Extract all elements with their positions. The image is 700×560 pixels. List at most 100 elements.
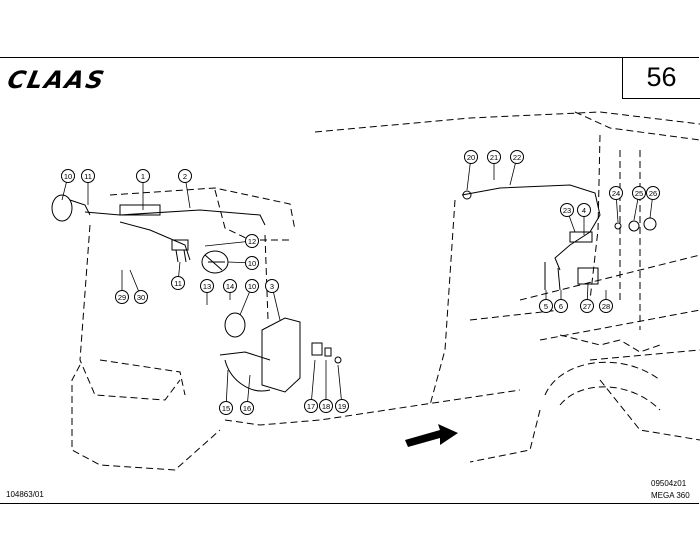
part-wiring-harness-right: [461, 184, 601, 291]
drawing-reference: 09504z01: [651, 479, 687, 488]
part-side-light: [224, 312, 246, 338]
callout-label: 10: [64, 172, 72, 181]
callout-label: 23: [563, 206, 571, 215]
callout-22: 22: [509, 150, 524, 186]
callout-circle: [245, 256, 259, 270]
callout-10: 10: [239, 279, 259, 316]
part-grommets: [614, 217, 657, 232]
leader-line: [310, 359, 316, 407]
callout-label: 11: [84, 172, 92, 181]
callout-circle: [223, 279, 237, 293]
callout-label: 3: [270, 282, 274, 291]
callout-circle: [539, 299, 553, 313]
callout-circle: [335, 399, 349, 413]
callout-label: 10: [248, 282, 256, 291]
callout-circle: [245, 234, 259, 248]
callout-circle: [646, 186, 660, 200]
callout-circle: [134, 290, 148, 304]
callout-label: 4: [582, 206, 586, 215]
callout-label: 22: [513, 153, 521, 162]
callout-29: 29: [115, 270, 129, 304]
callout-circle: [487, 150, 501, 164]
callout-14: 14: [223, 279, 237, 300]
callout-11: 11: [171, 261, 185, 290]
callout-label: 20: [467, 153, 475, 162]
callout-circle: [219, 401, 233, 415]
callout-4: 4: [577, 203, 591, 235]
callout-circle: [178, 169, 192, 183]
callout-label: 24: [612, 189, 620, 198]
callout-label: 11: [174, 279, 182, 288]
callout-3: 3: [265, 279, 281, 321]
callout-label: 12: [248, 237, 256, 246]
callout-21: 21: [487, 150, 501, 180]
callout-circle: [61, 169, 75, 183]
callout-label: 16: [243, 404, 251, 413]
callout-circle: [319, 399, 333, 413]
part-work-light: [201, 250, 229, 274]
callout-30: 30: [129, 269, 148, 304]
callout-6: 6: [554, 290, 568, 313]
callout-label: 14: [226, 282, 234, 291]
callout-13: 13: [200, 279, 214, 305]
callout-19: 19: [335, 364, 349, 413]
callout-26: 26: [646, 186, 660, 219]
callout-5: 5: [539, 290, 553, 313]
callout-circle: [577, 203, 591, 217]
callout-12: 12: [204, 234, 259, 248]
leader-line: [204, 240, 253, 247]
callout-15: 15: [219, 369, 233, 415]
callout-23: 23: [560, 203, 576, 233]
callout-24: 24: [609, 186, 623, 223]
callout-label: 28: [602, 302, 610, 311]
callout-20: 20: [464, 150, 478, 191]
part-wiring-harness-upper: [84, 204, 266, 261]
callout-17: 17: [304, 359, 318, 413]
callout-circle: [304, 399, 318, 413]
callout-label: 18: [322, 402, 330, 411]
callout-label: 27: [583, 302, 591, 311]
callout-label: 21: [490, 153, 498, 162]
part-cable-lower: [219, 351, 271, 392]
callout-11: 11: [81, 169, 95, 205]
callout-circle: [560, 203, 574, 217]
callout-circle: [510, 150, 524, 164]
direction-arrow: [405, 424, 458, 447]
callout-circle: [200, 279, 214, 293]
callout-circle: [632, 186, 646, 200]
callout-10: 10: [61, 169, 75, 201]
callout-25: 25: [632, 186, 646, 221]
callout-label: 26: [649, 189, 657, 198]
callout-circle: [240, 401, 254, 415]
page-number: 56: [622, 57, 700, 99]
callout-label: 25: [635, 189, 643, 198]
callout-circle: [245, 279, 259, 293]
callout-circle: [554, 299, 568, 313]
doc-number: 104863/01: [6, 490, 44, 499]
part-bracket: [171, 239, 189, 263]
machine-outline: [71, 111, 700, 471]
callout-label: 5: [544, 302, 548, 311]
callout-circle: [599, 299, 613, 313]
callout-16: 16: [240, 374, 254, 415]
callout-circle: [171, 276, 185, 290]
part-switches: [311, 342, 342, 364]
callout-label: 6: [559, 302, 563, 311]
model-name: MEGA 360: [651, 491, 690, 500]
callout-10: 10: [227, 256, 259, 270]
callout-18: 18: [319, 360, 333, 413]
callout-circle: [81, 169, 95, 183]
callout-label: 30: [137, 293, 145, 302]
callout-label: 17: [307, 402, 315, 411]
callout-circle: [609, 186, 623, 200]
callout-label: 1: [141, 172, 145, 181]
callout-2: 2: [178, 169, 192, 209]
part-mounting-plate: [261, 317, 301, 393]
page-frame: [0, 57, 699, 504]
callout-circle: [464, 150, 478, 164]
callout-circle: [115, 290, 129, 304]
callout-label: 13: [203, 282, 211, 291]
callout-27: 27: [580, 283, 594, 313]
callout-label: 2: [183, 172, 187, 181]
